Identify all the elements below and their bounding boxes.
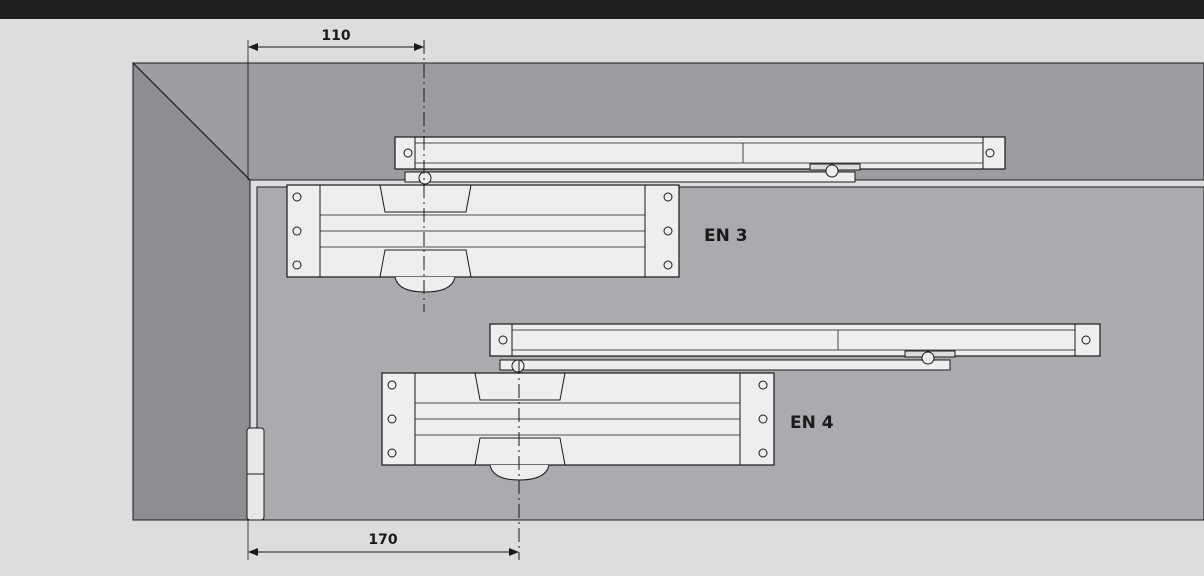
dimension-170-label: 170	[368, 532, 397, 548]
center-lines	[423, 40, 520, 560]
label-en3: EN 3	[704, 226, 748, 246]
header-bar	[0, 0, 1204, 19]
lower-slide-rail	[489, 323, 1101, 373]
label-en4: EN 4	[790, 413, 834, 433]
closer-body-en3	[286, 184, 680, 293]
dimension-170	[247, 520, 519, 560]
upper-slide-rail	[394, 136, 1006, 185]
dimension-110-label: 110	[321, 28, 350, 44]
dimension-110	[247, 40, 424, 180]
closer-body-en4	[381, 372, 775, 481]
door-hinge	[246, 427, 265, 521]
